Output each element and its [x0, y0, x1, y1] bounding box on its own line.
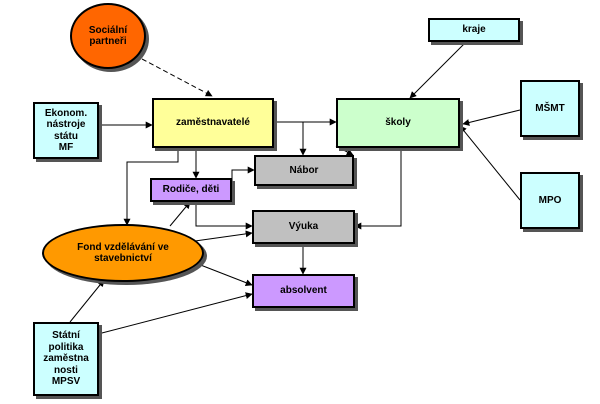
node-skoly-label: školy — [385, 117, 411, 129]
arrow-mpo-to-skoly — [459, 125, 521, 201]
arrow-fond-to-absolvent — [197, 263, 253, 286]
node-socialni-partneri: Sociální partneři — [70, 3, 146, 69]
arrow-rodice-to-vyuka — [195, 202, 253, 230]
node-socialni-partneri-label: Sociální partneři — [88, 24, 128, 48]
arrow-statni-to-fond — [69, 279, 105, 323]
node-nabor: Nábor — [254, 155, 354, 186]
node-ekonom-nastroje: Ekonom. nástroje státu MF — [33, 102, 99, 159]
node-skoly: školy — [336, 98, 460, 148]
arrow-msmt-to-skoly — [462, 109, 521, 126]
node-kraje: kraje — [428, 18, 520, 42]
node-absolvent: absolvent — [252, 274, 355, 308]
node-msmt: MŠMT — [520, 80, 580, 137]
arrow-skoly-to-vyuka — [354, 148, 402, 230]
node-fond-label: Fond vzdělávání ve stavebnictví — [77, 241, 169, 265]
node-statni-politika-label: Státní politika zaměstna nosti MPSV — [43, 330, 89, 388]
arrow-socialni-to-zamestnavatele — [141, 58, 213, 97]
node-msmt-label: MŠMT — [535, 102, 565, 114]
node-rodice-deti: Rodiče, děti — [150, 178, 232, 202]
arrow-kraje-to-skoly — [409, 39, 469, 99]
node-fond: Fond vzdělávání ve stavebnictví — [42, 224, 204, 282]
node-rodice-deti-label: Rodiče, děti — [162, 184, 220, 196]
node-mpo: MPO — [520, 172, 580, 229]
node-zamestnavatele-label: zaměstnavatelé — [176, 117, 250, 129]
arrow-statni-to-absolvent — [97, 292, 253, 335]
arrow-fond-to-rodice — [169, 201, 191, 227]
node-kraje-label: kraje — [462, 24, 486, 36]
node-nabor-label: Nábor — [289, 164, 319, 176]
node-absolvent-label: absolvent — [280, 285, 327, 297]
node-statni-politika: Státní politika zaměstna nosti MPSV — [33, 322, 99, 396]
arrow-rodice-to-nabor — [231, 166, 255, 182]
arrow-fond-to-vyuka — [194, 230, 253, 242]
node-vyuka-label: Výuka — [288, 221, 319, 233]
node-ekonom-nastroje-label: Ekonom. nástroje státu MF — [44, 107, 88, 154]
node-vyuka: Výuka — [252, 210, 355, 244]
arrow-zamestnavatele-to-fond — [123, 148, 179, 226]
node-mpo-label: MPO — [538, 194, 562, 206]
node-zamestnavatele: zaměstnavatelé — [152, 98, 274, 148]
